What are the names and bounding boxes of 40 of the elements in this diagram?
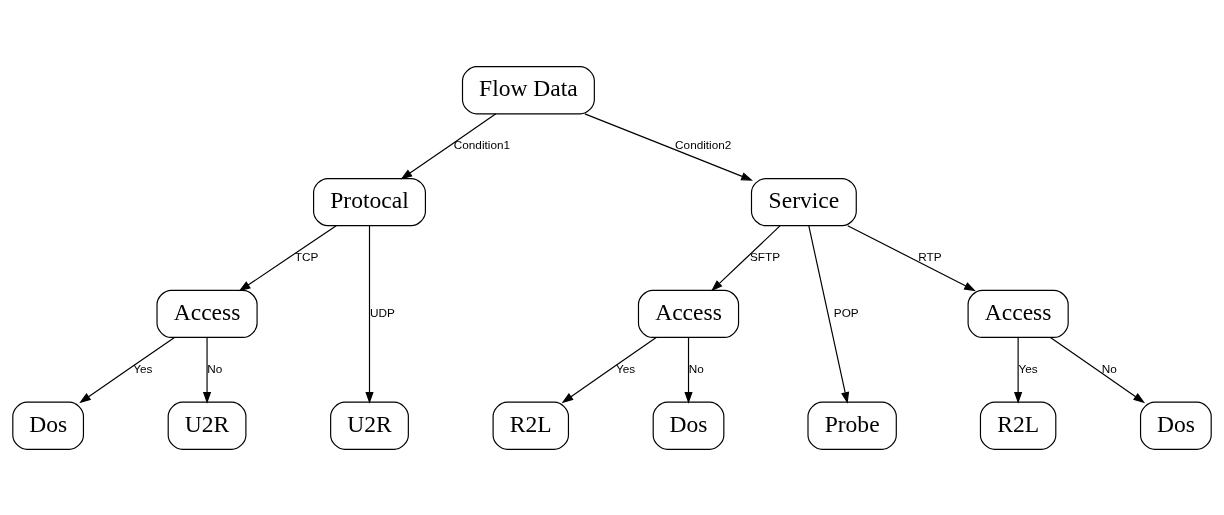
- arrow: [79, 336, 176, 403]
- edge-label: Yes: [1018, 361, 1038, 375]
- node-box: R2L: [979, 401, 1057, 450]
- edge-label: POP: [833, 305, 859, 319]
- arrow: [202, 336, 212, 404]
- edge-label: No: [688, 361, 704, 375]
- edge-label: Condition2: [675, 137, 732, 151]
- edge-label: No: [1101, 361, 1117, 375]
- edge-label: RTP: [918, 249, 942, 263]
- node-box: U2R: [330, 401, 409, 450]
- arrow: [238, 224, 337, 291]
- arrow: [584, 112, 753, 181]
- node-box: Probe: [807, 401, 897, 450]
- node-box: Flow Data: [461, 65, 595, 114]
- node-box: Access: [967, 289, 1069, 338]
- edge-label: TCP: [294, 249, 319, 263]
- arrow: [1049, 336, 1146, 403]
- node-box: Dos: [1139, 401, 1212, 450]
- node-box: Dos: [12, 401, 85, 450]
- node-box: Dos: [652, 401, 725, 450]
- arrow: [808, 224, 850, 404]
- arrow: [561, 336, 657, 403]
- arrow: [711, 224, 781, 291]
- node-box: Access: [156, 289, 258, 338]
- edge-label: Condition1: [453, 137, 511, 151]
- arrow: [847, 224, 976, 291]
- arrow: [1014, 336, 1023, 404]
- arrow: [365, 224, 374, 404]
- node-box: Protocal: [313, 177, 426, 226]
- node-box: Access: [637, 289, 740, 338]
- edge-label: UDP: [370, 305, 395, 319]
- arrow: [684, 336, 693, 404]
- edge-label: No: [207, 361, 223, 375]
- node-box: R2L: [492, 401, 570, 450]
- arrow: [400, 112, 497, 180]
- edge-label: Yes: [133, 361, 153, 375]
- edge-label: Yes: [615, 361, 636, 375]
- edge-label: SFTP: [749, 249, 781, 263]
- node-box: Service: [750, 177, 857, 226]
- node-box: U2R: [167, 401, 247, 450]
